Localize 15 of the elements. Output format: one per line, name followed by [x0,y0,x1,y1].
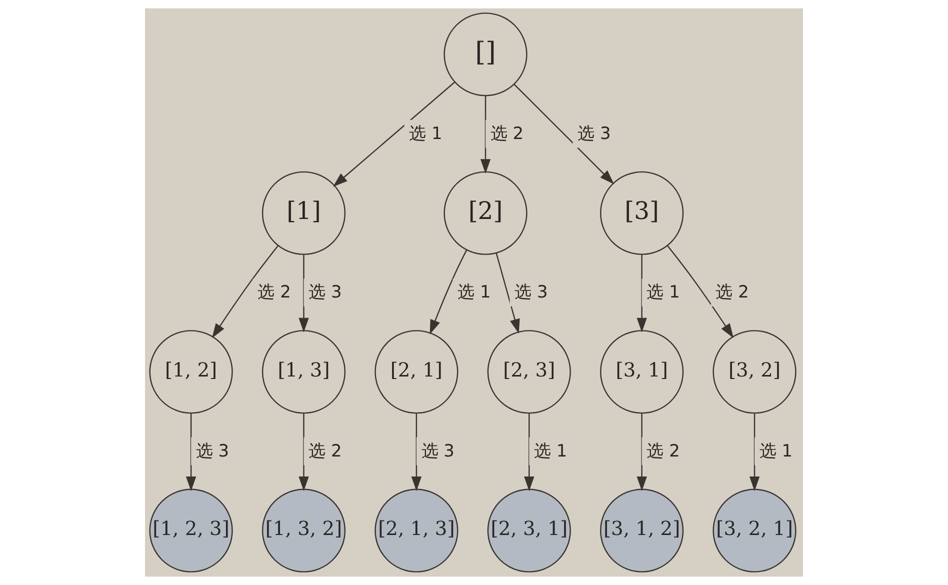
edge-label: 选 2 [490,122,524,143]
edge-label: 选 3 [421,440,454,460]
edge-label: 选 2 [258,282,291,302]
edge-label: 选 1 [646,282,680,302]
edge-label: 选 1 [458,282,491,302]
edge-label: 选 2 [308,440,342,460]
edge-label: 选 1 [759,440,793,460]
edge-label: 选 3 [514,282,548,302]
edge-label: 选 2 [716,282,749,302]
edge-label: 选 1 [409,122,442,143]
edge-label: 选 3 [308,282,342,302]
edge-label: 选 2 [646,440,680,460]
edge-label: 选 3 [578,122,611,143]
edge-label: 选 1 [534,440,568,460]
edge-label: 选 3 [196,440,230,460]
